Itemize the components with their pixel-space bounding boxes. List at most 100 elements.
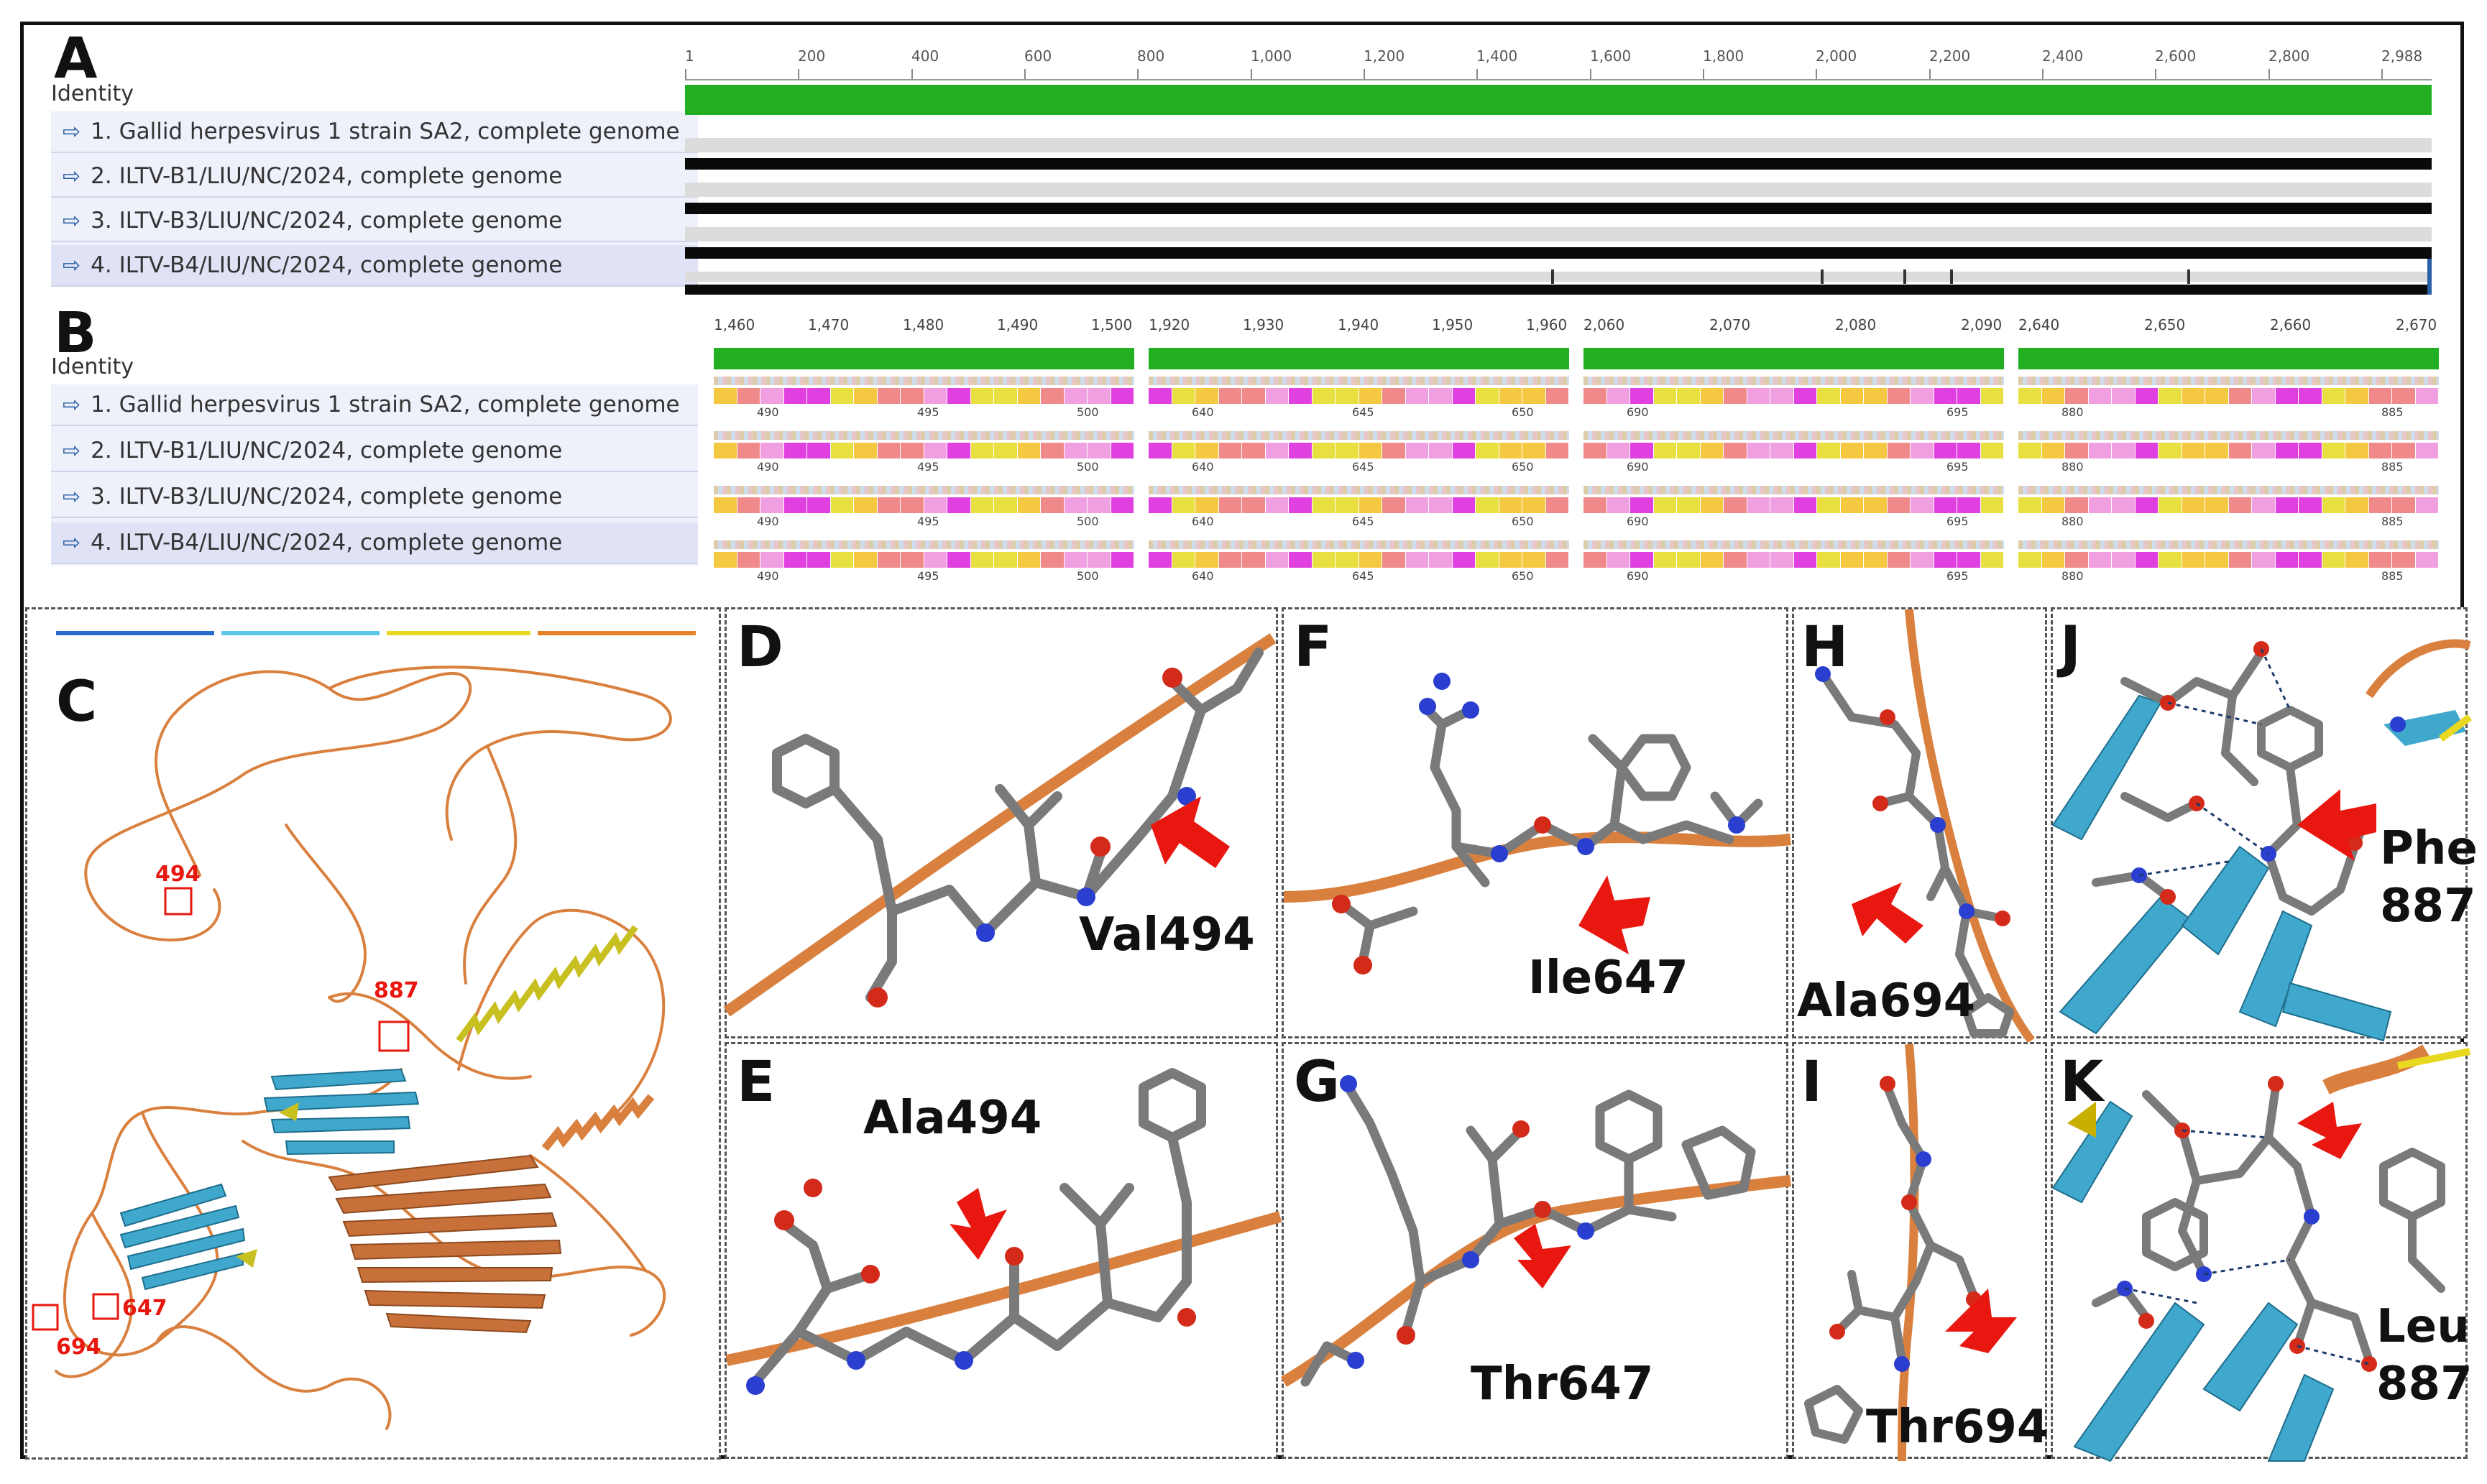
amino-acid-cell <box>1980 497 2004 513</box>
amino-acid-cell <box>1088 497 1111 513</box>
amino-acid-row <box>1583 388 2004 404</box>
amino-acid-row <box>1149 388 1569 404</box>
sequence-bar-2 <box>685 203 2432 214</box>
amino-acid-cell <box>1452 443 1476 458</box>
amino-acid-cell <box>1017 443 1041 458</box>
amino-acid-position-label: 650 <box>1512 515 1534 528</box>
amino-acid-cell <box>1864 443 1888 458</box>
amino-acid-cell <box>1840 443 1864 458</box>
amino-acid-cell <box>1793 443 1817 458</box>
amino-acid-cell <box>1088 388 1111 404</box>
amino-acid-cell <box>2345 443 2369 458</box>
amino-acid-cell <box>1476 388 1499 404</box>
amino-acid-cell <box>1195 443 1219 458</box>
amino-acid-cell <box>1934 552 1957 568</box>
amino-acid-cell <box>1770 443 1794 458</box>
amino-acid-row <box>714 388 1134 404</box>
amino-acid-cell <box>1452 388 1476 404</box>
amino-acid-row <box>1583 443 2004 458</box>
amino-acid-cell <box>807 388 831 404</box>
amino-acid-cell <box>1017 497 1041 513</box>
amino-acid-cell <box>2018 443 2042 458</box>
nucleotide-row <box>1583 377 2004 385</box>
amino-acid-cell <box>1887 388 1911 404</box>
amino-acid-row <box>1583 552 2004 568</box>
amino-acid-cell <box>1793 552 1817 568</box>
amino-acid-cell <box>1265 552 1289 568</box>
nucleotide-row <box>714 377 1134 385</box>
zoom-identity-bar <box>2018 348 2439 369</box>
amino-acid-cell <box>737 388 760 404</box>
amino-acid-cell <box>1700 443 1724 458</box>
amino-acid-cell <box>1041 443 1065 458</box>
zoom-ruler-label: 1,930 <box>1243 316 1284 333</box>
amino-acid-cell <box>994 443 1018 458</box>
amino-acid-row <box>1149 552 1569 568</box>
zoom-identity-bar <box>714 348 1134 369</box>
amino-acid-cell <box>807 552 831 568</box>
sequence-row[interactable]: ⇨2. ILTV-B1/LIU/NC/2024, complete genome <box>51 430 698 472</box>
amino-acid-cell <box>877 443 901 458</box>
amino-acid-cell <box>1312 497 1336 513</box>
amino-acid-cell <box>2205 497 2229 513</box>
amino-acid-cell <box>2112 388 2136 404</box>
amino-acid-cell <box>1242 443 1266 458</box>
amino-acid-cell <box>1242 388 1266 404</box>
amino-acid-cell <box>1312 443 1336 458</box>
amino-acid-cell <box>1172 497 1195 513</box>
ruler-tick-label: 1,600 <box>1590 47 1632 65</box>
panel-letter-b: B <box>54 301 97 366</box>
amino-acid-cell <box>970 497 994 513</box>
amino-acid-cell <box>1382 388 1406 404</box>
amino-acid-cell <box>1359 497 1382 513</box>
amino-acid-position-label: 495 <box>917 405 939 419</box>
panel-letter-d: D <box>737 615 783 680</box>
zoom-identity-bar <box>1149 348 1569 369</box>
amino-acid-row <box>2018 388 2439 404</box>
identity-label-b: Identity <box>51 354 134 379</box>
sequence-row[interactable]: ⇨1. Gallid herpesvirus 1 strain SA2, com… <box>51 111 698 153</box>
amino-acid-cell <box>994 497 1018 513</box>
amino-acid-cell <box>1265 497 1289 513</box>
amino-acid-cell <box>1770 388 1794 404</box>
sequence-track-1 <box>685 138 2432 152</box>
amino-acid-cell <box>1653 388 1677 404</box>
ruler-tick-mark <box>1137 69 1139 79</box>
amino-acid-cell <box>970 388 994 404</box>
amino-acid-cell <box>2041 552 2065 568</box>
amino-acid-cell <box>2159 497 2182 513</box>
sequence-row[interactable]: ⇨2. ILTV-B1/LIU/NC/2024, complete genome <box>51 156 698 198</box>
residue-label: Thr647 <box>1471 1358 1654 1411</box>
amino-acid-cell <box>1382 443 1406 458</box>
panel-k: K Leu 887 <box>2051 1042 2473 1462</box>
amino-acid-cell <box>901 443 924 458</box>
sequence-bar-1 <box>685 158 2432 170</box>
amino-acid-cell <box>2041 443 2065 458</box>
amino-acid-row <box>714 497 1134 513</box>
amino-acid-cell <box>1840 552 1864 568</box>
ruler-tick-mark <box>2381 69 2383 79</box>
sequence-row[interactable]: ⇨3. ILTV-B3/LIU/NC/2024, complete genome <box>51 476 698 518</box>
amino-acid-position-label: 695 <box>1946 569 1969 583</box>
sequence-bar-4 <box>685 285 2432 295</box>
amino-acid-cell <box>1111 443 1134 458</box>
amino-acid-cell <box>2275 552 2299 568</box>
red-arrow-icon <box>2297 789 2376 861</box>
amino-acid-cell <box>1934 497 1957 513</box>
amino-acid-cell <box>947 552 971 568</box>
sequence-row[interactable]: ⇨4. ILTV-B4/LIU/NC/2024, complete genome <box>51 522 698 564</box>
amino-acid-cell <box>2299 497 2322 513</box>
amino-acid-row <box>2018 443 2439 458</box>
sequence-row[interactable]: ⇨4. ILTV-B4/LIU/NC/2024, complete genome <box>51 245 698 287</box>
sequence-row[interactable]: ⇨1. Gallid herpesvirus 1 strain SA2, com… <box>51 384 698 426</box>
zoom-ruler-label: 2,070 <box>1709 316 1751 333</box>
sequence-row[interactable]: ⇨3. ILTV-B3/LIU/NC/2024, complete genome <box>51 201 698 242</box>
amino-acid-cell <box>1653 552 1677 568</box>
amino-acid-cell <box>1382 497 1406 513</box>
sequence-name: 1. Gallid herpesvirus 1 strain SA2, comp… <box>91 392 680 418</box>
amino-acid-cell <box>1677 443 1701 458</box>
variant-tick <box>2187 269 2190 284</box>
